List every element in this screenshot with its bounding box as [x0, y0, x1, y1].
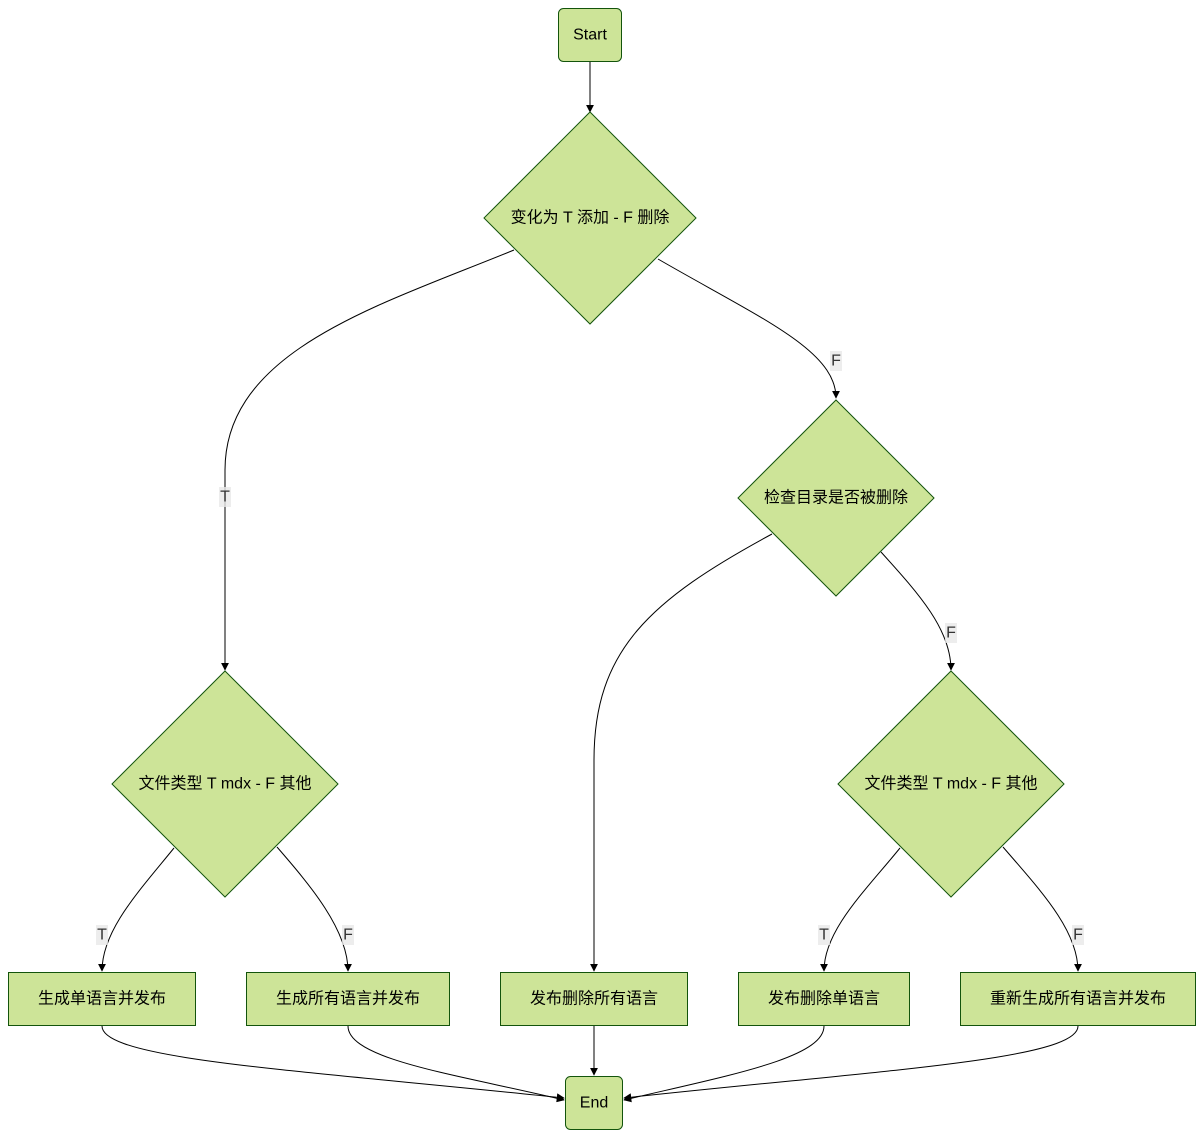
edge-regen_all-to-end — [623, 1025, 1079, 1102]
edge-label-text: T — [97, 927, 107, 944]
process-box — [738, 972, 910, 1026]
node-gen-single: 生成单语言并发布 — [8, 972, 196, 1026]
edge-label-change-to-dir_deleted: F — [830, 351, 842, 371]
terminal-box — [565, 1076, 623, 1130]
edge-label-background — [342, 925, 354, 945]
edge-label-text: F — [1073, 927, 1083, 944]
edge-filetype_add-to-gen_single — [98, 847, 175, 972]
edge-label-text: T — [220, 489, 230, 506]
edge-label-filetype_add-to-gen_single: T — [96, 925, 108, 945]
node-label: End — [580, 1095, 608, 1112]
process-box — [960, 972, 1196, 1026]
node-filetype-del: 文件类型 T mdx - F 其他 — [837, 670, 1065, 898]
node-change: 变化为 T 添加 - F 删除 — [483, 111, 697, 325]
node-label: 变化为 T 添加 - F 删除 — [511, 209, 670, 227]
node-gen-all: 生成所有语言并发布 — [246, 972, 450, 1026]
decision-diamond — [483, 111, 697, 325]
node-label: 检查目录是否被删除 — [764, 489, 908, 507]
edge-label-background — [96, 925, 108, 945]
node-label: 发布删除所有语言 — [530, 990, 658, 1008]
edge-label-background — [219, 487, 231, 507]
edge-change-to-filetype_add — [221, 249, 515, 671]
node-dir-deleted: 检查目录是否被删除 — [737, 399, 935, 597]
node-pub-del-single: 发布删除单语言 — [738, 972, 910, 1026]
process-box — [500, 972, 688, 1026]
node-label: 生成单语言并发布 — [38, 990, 166, 1008]
edge-label-background — [1072, 925, 1084, 945]
edge-label-text: F — [946, 625, 956, 642]
node-label: 生成所有语言并发布 — [276, 990, 420, 1008]
edge-dir_deleted-to-pub_del_all — [590, 533, 773, 972]
edge-dir_deleted-to-filetype_del — [880, 551, 955, 671]
edge-label-background — [945, 623, 957, 643]
edge-label-change-to-filetype_add: T — [219, 487, 231, 507]
node-label: 发布删除单语言 — [768, 990, 880, 1008]
edge-label-filetype_del-to-pub_del_single: T — [818, 925, 830, 945]
edge-label-text: F — [343, 927, 353, 944]
decision-diamond — [737, 399, 935, 597]
node-label: 文件类型 T mdx - F 其他 — [864, 775, 1037, 793]
node-pub-del-all: 发布删除所有语言 — [500, 972, 688, 1026]
edge-label-filetype_del-to-regen_all: F — [1072, 925, 1084, 945]
decision-diamond — [111, 670, 339, 898]
edge-label-background — [818, 925, 830, 945]
edge-gen_all-to-end — [347, 1025, 565, 1103]
node-label: 重新生成所有语言并发布 — [990, 990, 1166, 1008]
edge-filetype_add-to-gen_all — [276, 846, 352, 972]
edge-label-filetype_add-to-gen_all: F — [342, 925, 354, 945]
node-regen-all: 重新生成所有语言并发布 — [960, 972, 1196, 1026]
node-label: Start — [573, 27, 607, 44]
edge-label-dir_deleted-to-filetype_del: F — [945, 623, 957, 643]
edge-label-background — [830, 351, 842, 371]
edge-filetype_del-to-regen_all — [1002, 846, 1082, 972]
process-box — [8, 972, 196, 1026]
node-filetype-add: 文件类型 T mdx - F 其他 — [111, 670, 339, 898]
edge-label-text: T — [819, 927, 829, 944]
edge-filetype_del-to-pub_del_single — [820, 847, 901, 972]
node-label: 文件类型 T mdx - F 其他 — [138, 775, 311, 793]
process-box — [246, 972, 450, 1026]
edge-pub_del_single-to-end — [623, 1025, 825, 1103]
edge-label-text: F — [831, 353, 841, 370]
node-start: Start — [558, 8, 622, 62]
edge-change-to-dir_deleted — [657, 258, 840, 399]
decision-diamond — [837, 670, 1065, 898]
node-end: End — [565, 1076, 623, 1130]
edge-gen_single-to-end — [101, 1025, 565, 1102]
terminal-box — [558, 8, 622, 62]
